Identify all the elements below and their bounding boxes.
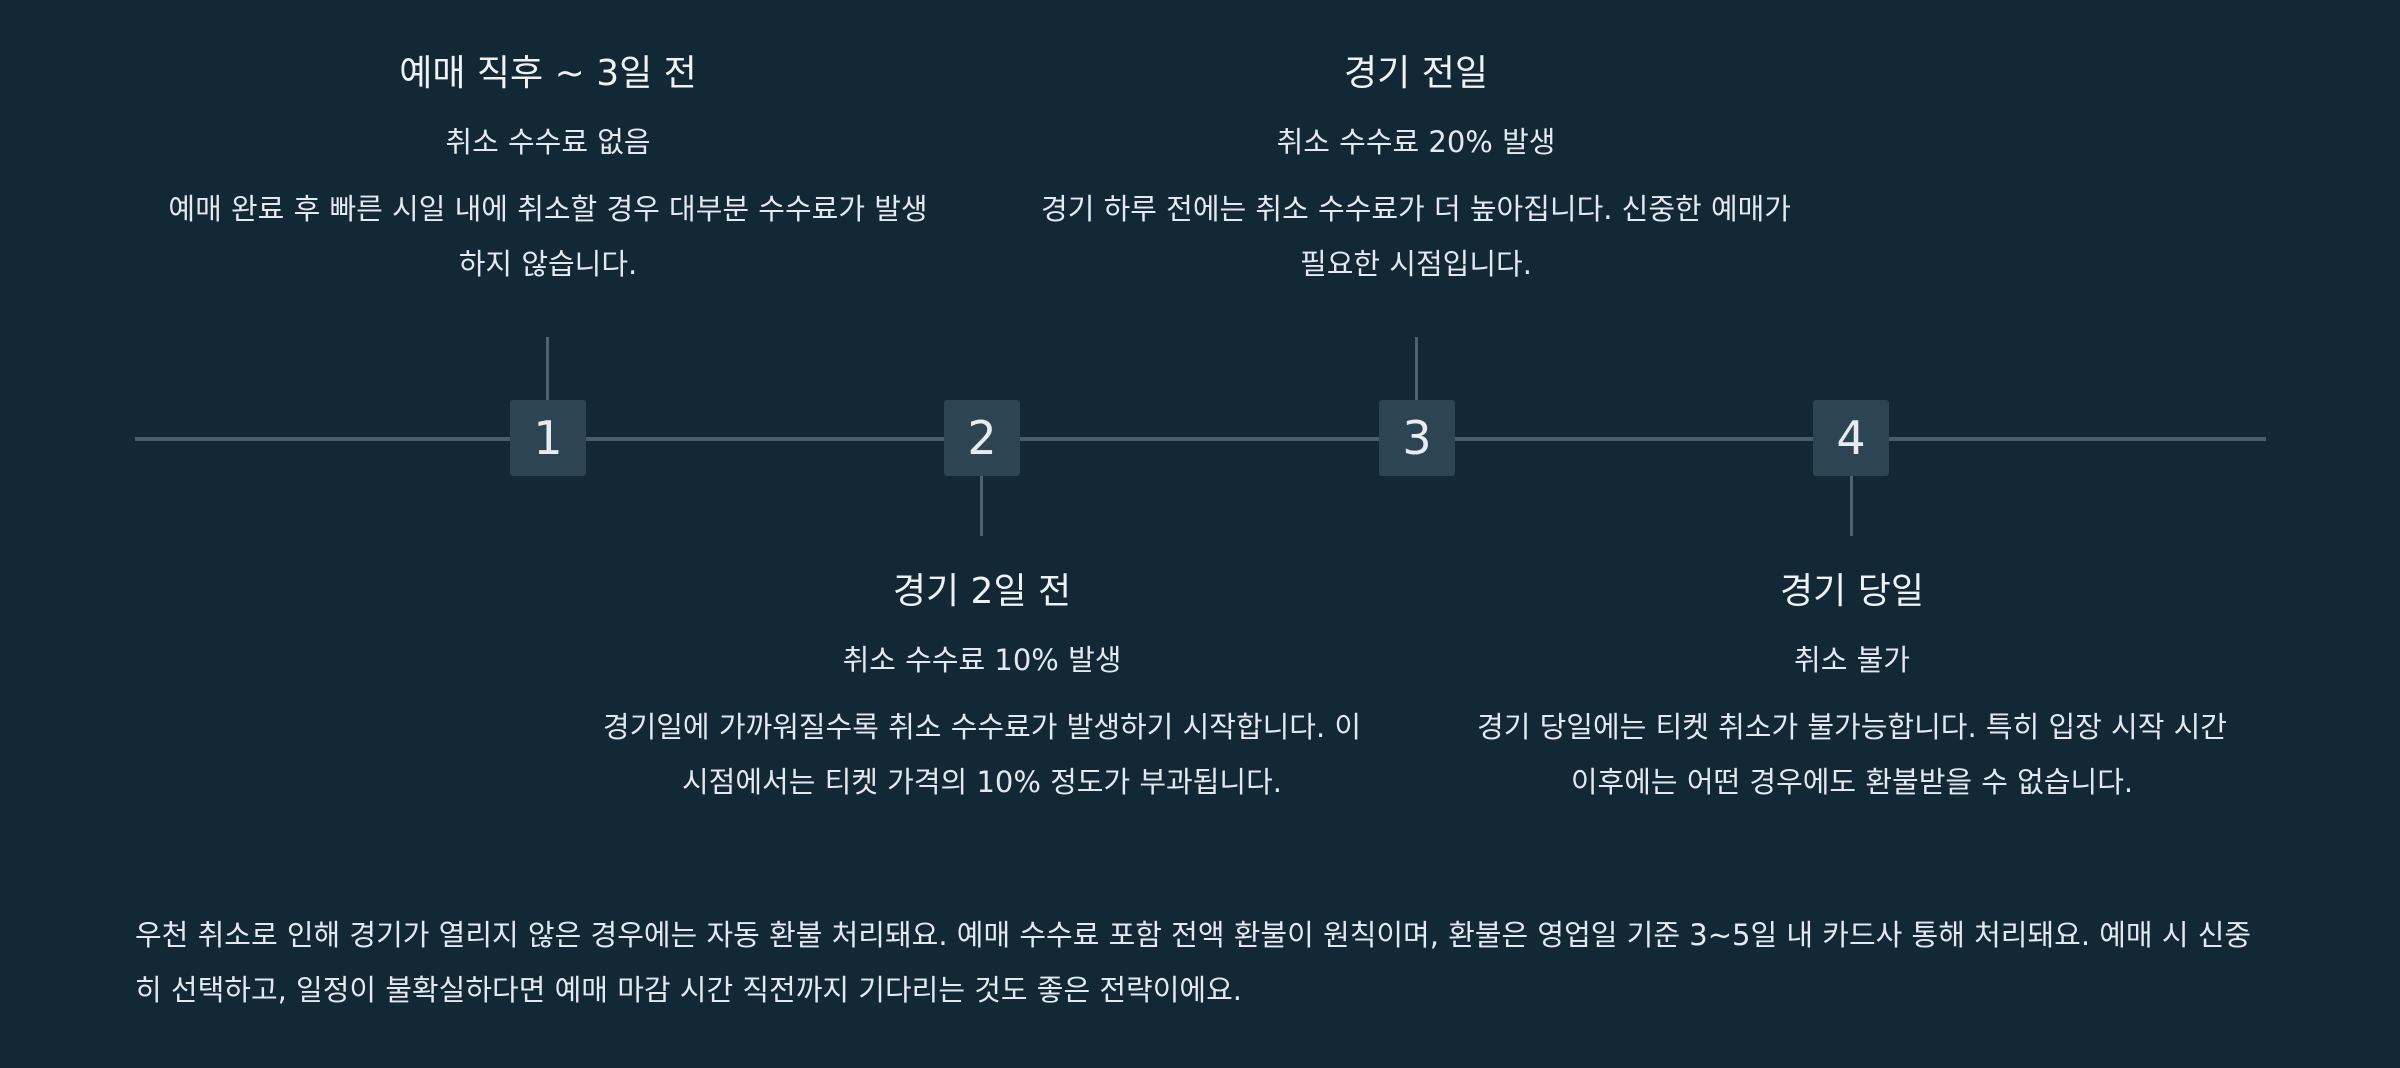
step-fee: 취소 수수료 10% 발생 [842,643,1122,677]
timeline-item-2: 경기 2일 전 취소 수수료 10% 발생 경기일에 가까워질수록 취소 수수료… [602,570,1362,810]
connector-3 [1415,337,1418,400]
step-title: 경기 전일 [1344,53,1488,94]
step-number-1: 1 [510,400,586,476]
step-fee: 취소 수수료 없음 [445,125,651,159]
step-title: 경기 당일 [1780,571,1924,612]
timeline-item-4: 경기 당일 취소 불가 경기 당일에는 티켓 취소가 불가능합니다. 특히 입장… [1472,570,2232,810]
step-title: 예매 직후 ~ 3일 전 [399,53,697,94]
step-number-3: 3 [1379,400,1455,476]
connector-2 [980,476,983,536]
timeline-item-3: 경기 전일 취소 수수료 20% 발생 경기 하루 전에는 취소 수수료가 더 … [1036,52,1796,292]
rain-cancellation-note: 우천 취소로 인해 경기가 열리지 않은 경우에는 자동 환불 처리돼요. 예매… [135,918,2252,1007]
step-number-4: 4 [1813,400,1889,476]
step-fee: 취소 수수료 20% 발생 [1276,125,1556,159]
step-description: 경기 하루 전에는 취소 수수료가 더 높아집니다. 신중한 예매가 필요한 시… [1041,192,1791,281]
connector-1 [546,337,549,400]
step-description: 경기 당일에는 티켓 취소가 불가능합니다. 특히 입장 시작 시간 이후에는 … [1477,710,2227,799]
timeline-axis-line [135,437,2266,441]
step-description: 경기일에 가까워질수록 취소 수수료가 발생하기 시작합니다. 이 시점에서는 … [602,710,1362,799]
step-description: 예매 완료 후 빠른 시일 내에 취소할 경우 대부분 수수료가 발생하지 않습… [168,192,928,281]
step-number-2: 2 [944,400,1020,476]
timeline-item-1: 예매 직후 ~ 3일 전 취소 수수료 없음 예매 완료 후 빠른 시일 내에 … [168,52,928,292]
connector-4 [1850,476,1853,536]
step-fee: 취소 불가 [1794,643,1910,677]
step-title: 경기 2일 전 [892,571,1072,612]
